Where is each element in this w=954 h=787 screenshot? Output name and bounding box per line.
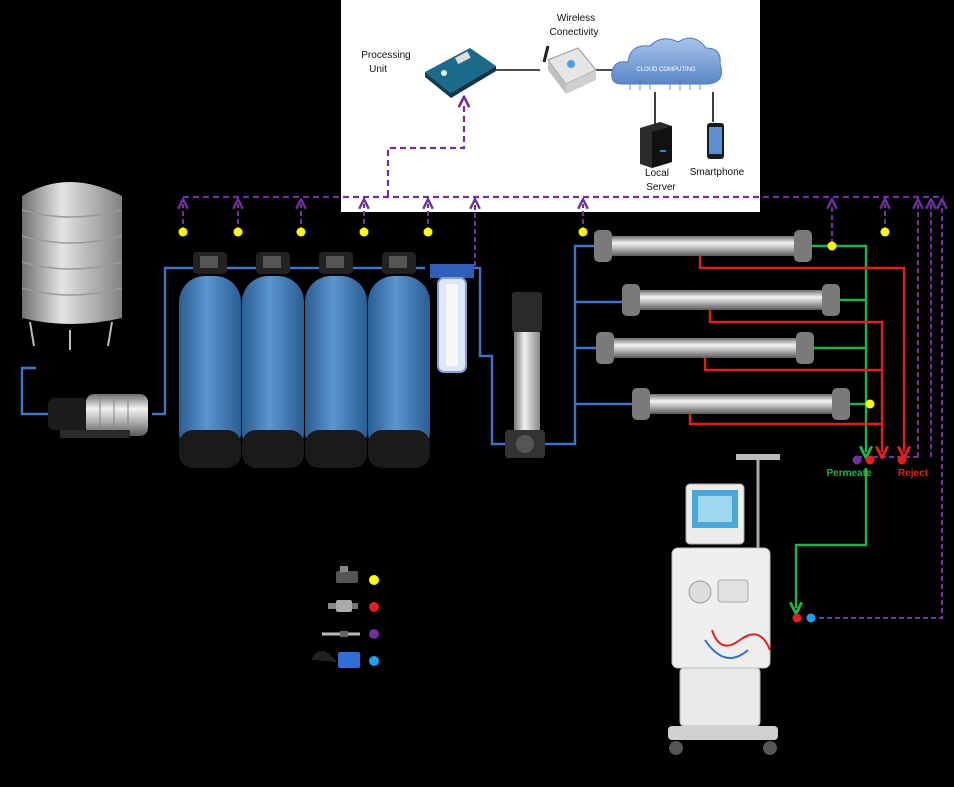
wireless-module-icon <box>542 45 597 94</box>
reject-lines <box>688 256 904 452</box>
reject-label: Reject <box>898 468 929 479</box>
processing-unit-icon <box>425 48 496 98</box>
pressure-sensor-icon <box>328 600 358 612</box>
filter-vessel-4 <box>368 252 430 468</box>
filter-vessel-3 <box>305 252 367 468</box>
legend-dot-conductivity <box>369 629 379 639</box>
smartphone-label: Smartphone <box>690 167 745 178</box>
filter-vessel-2 <box>242 252 304 468</box>
flow-sensor-dot <box>423 227 433 237</box>
processing-unit-label-2: Unit <box>369 64 387 75</box>
booster-pump-icon <box>48 394 148 438</box>
legend-dot-level <box>369 656 379 666</box>
flow-sensor-dot <box>827 241 837 251</box>
ro-membrane-1 <box>594 230 812 262</box>
processing-unit-label: Processing <box>361 50 410 61</box>
cloud-icon <box>611 37 722 90</box>
conductivity-sensor-dot <box>852 455 862 465</box>
cloud-label: CLOUD COMPUTING <box>636 67 696 73</box>
flow-sensor-dot <box>178 227 188 237</box>
sensor-legend <box>311 566 379 668</box>
flow-sensor-dot <box>233 227 243 237</box>
flow-sensor-dot <box>296 227 306 237</box>
pressure-sensor-dot <box>792 613 802 623</box>
level-sensor-icon <box>311 651 360 668</box>
filter-vessel-1 <box>179 252 241 468</box>
storage-tank-icon <box>21 182 123 350</box>
legend-dot-flow <box>369 575 379 585</box>
ro-membrane-4 <box>632 388 850 420</box>
flow-sensor-icon <box>336 566 358 583</box>
wireless-label-2: Conectivity <box>550 27 599 38</box>
legend-dot-pressure <box>369 602 379 612</box>
high-pressure-pump-icon <box>505 292 545 458</box>
level-sensor-dot <box>806 613 816 623</box>
flow-sensor-dot <box>359 227 369 237</box>
cartridge-filter-icon <box>430 264 474 373</box>
local-server-label-2: Server <box>646 182 676 193</box>
conductivity-probe-icon <box>322 631 360 637</box>
dialysis-machine-icon <box>668 454 780 755</box>
pressure-sensor-dot <box>897 455 907 465</box>
permeate-label: Permeate <box>826 468 871 479</box>
local-server-icon <box>640 122 672 168</box>
ro-membrane-3 <box>596 332 814 364</box>
flow-sensor-dot <box>880 227 890 237</box>
ro-membrane-2 <box>622 284 840 316</box>
flow-sensor-dot <box>578 227 588 237</box>
local-server-label: Local <box>645 168 669 179</box>
iot-panel <box>341 0 760 212</box>
smartphone-icon <box>707 123 724 159</box>
pressure-sensor-dot <box>865 455 875 465</box>
wireless-label: Wireless <box>557 13 595 24</box>
flow-sensor-dot <box>865 399 875 409</box>
